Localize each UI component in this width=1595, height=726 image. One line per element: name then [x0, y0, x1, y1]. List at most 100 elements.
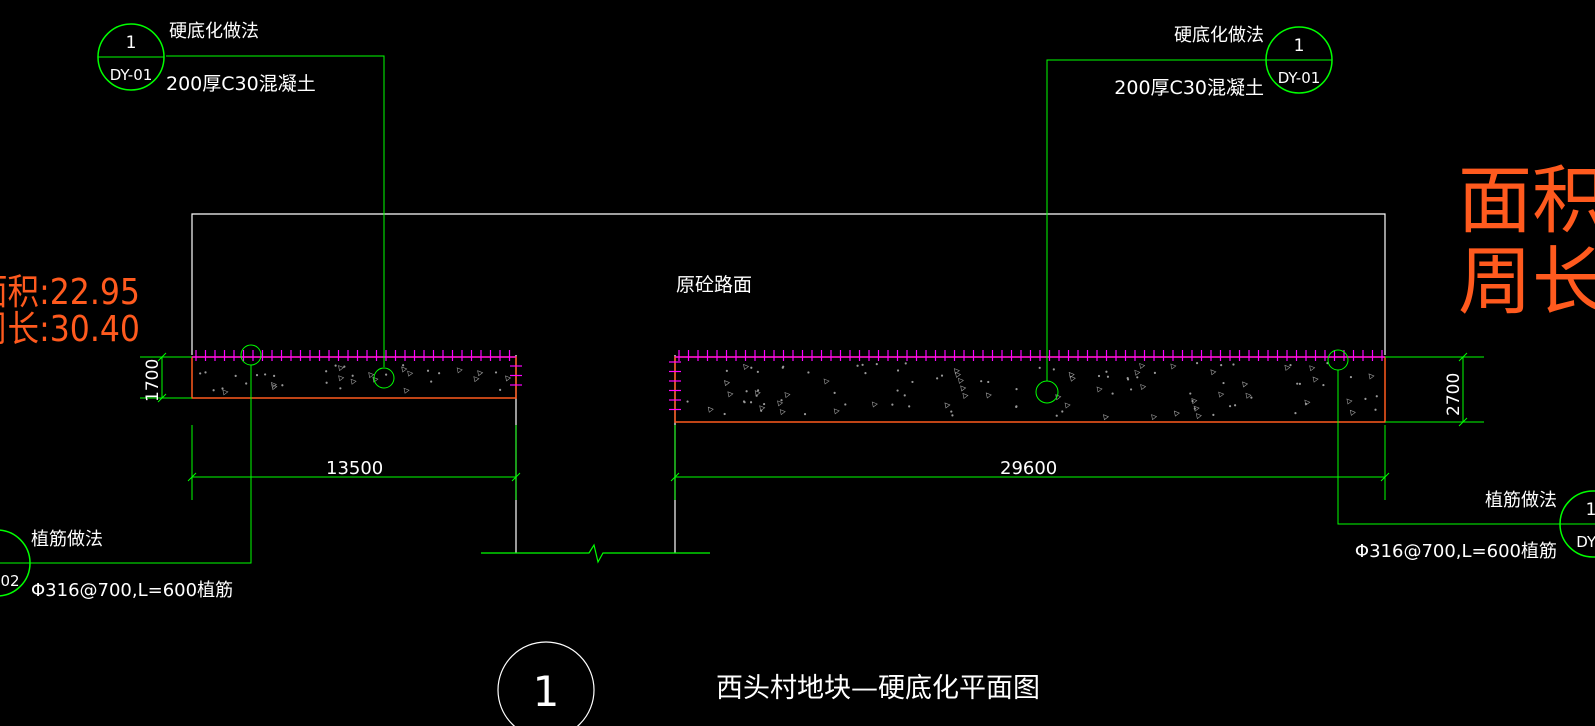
aggregate-dot — [723, 412, 726, 416]
aggregate-mark — [953, 368, 960, 375]
aggregate-mark — [1195, 413, 1202, 420]
aggregate-dot — [1126, 378, 1130, 381]
aggregate-dot — [742, 400, 746, 403]
aggregate-dot — [903, 394, 906, 397]
aggregate-dot — [281, 384, 284, 387]
aggregate-dot — [904, 362, 907, 365]
aggregate-mark — [1312, 376, 1319, 383]
aggregate-dot — [343, 365, 346, 368]
aggregate-dot — [1234, 404, 1237, 407]
right-area-text: 面积: — [1458, 158, 1595, 244]
hardening-right-title: 硬底化做法 — [1174, 25, 1264, 46]
aggregate-dot — [950, 410, 953, 413]
aggregate-dot — [1364, 397, 1367, 401]
aggregate-dot — [908, 405, 911, 408]
aggregate-dot — [385, 373, 388, 376]
aggregate-dot — [494, 371, 498, 374]
aggregate-mark — [222, 389, 229, 396]
aggregate-mark — [833, 408, 840, 415]
aggregate-mark — [960, 385, 967, 392]
aggregate-mark — [1069, 375, 1076, 382]
aggregate-dot — [745, 390, 748, 393]
bubble-rebar-left: 02 — [0, 529, 31, 597]
aggregate-dot — [1105, 370, 1108, 373]
hardening-left-title: 硬底化做法 — [169, 21, 259, 42]
aggregate-mark — [1346, 398, 1353, 405]
aggregate-mark — [1304, 399, 1311, 406]
road-label: 原砼路面 — [676, 274, 752, 296]
aggregate-dot — [1322, 383, 1325, 387]
aggregate-dot — [438, 372, 441, 375]
aggregate-dot — [273, 374, 276, 377]
bubble-hardening-right-number: 1 — [1294, 36, 1305, 56]
aggregate-dot — [1129, 388, 1133, 391]
left-perimeter-text: 周长:30.40 — [0, 309, 140, 350]
aggregate-mark — [401, 366, 408, 373]
aggregate-mark — [1368, 373, 1375, 380]
bubble-rebar-right: 1 DY- — [1559, 490, 1595, 558]
aggregate-dot — [891, 403, 894, 406]
aggregate-mark — [1068, 371, 1075, 378]
aggregate-dot — [499, 388, 502, 391]
right-area-annotation: 面积: 周长: — [1458, 158, 1595, 325]
hardening-right-desc: 200厚C30混凝土 — [1114, 77, 1264, 99]
aggregate-dot — [1191, 399, 1194, 403]
aggregate-dot — [1212, 413, 1215, 416]
rebar-ticks-right — [669, 350, 1385, 411]
title-number: 1 — [533, 667, 560, 716]
dimension-right-length — [670, 425, 1390, 500]
aggregate-mark — [1218, 391, 1225, 398]
aggregate-dot — [1038, 366, 1041, 369]
aggregate-dot — [1298, 382, 1302, 385]
aggregate-dot — [686, 400, 689, 403]
aggregate-mark — [1151, 414, 1158, 421]
aggregate-dot — [1220, 364, 1223, 367]
aggregate-mark — [784, 392, 791, 399]
break-line — [481, 543, 710, 564]
aggregate-dot — [756, 389, 760, 392]
aggregate-mark — [1173, 410, 1180, 417]
aggregate-mark — [338, 365, 345, 372]
leader-rebar-left — [28, 344, 262, 564]
aggregate-dot — [1195, 362, 1199, 365]
aggregate-dot — [951, 414, 954, 417]
aggregate-dot — [980, 380, 983, 383]
aggregate-dot — [1111, 392, 1114, 395]
rebar-right-title: 植筋做法 — [1485, 490, 1557, 511]
aggregate-mark — [1103, 414, 1110, 421]
aggregate-mark — [962, 392, 969, 399]
aggregate-dot — [325, 370, 328, 373]
aggregate-mark — [350, 378, 357, 385]
aggregate-dot — [760, 409, 763, 412]
left-area-text: 面积:22.95 — [0, 272, 140, 313]
left-area-annotation: 面积:22.95 周长:30.40 — [0, 272, 140, 350]
aggregate-mark — [754, 390, 761, 397]
bubble-hardening-right: 1 DY-01 — [1265, 26, 1333, 94]
aggregate-mark — [1064, 402, 1071, 409]
aggregate-dot — [987, 380, 990, 384]
aggregate-dot — [1153, 371, 1157, 375]
aggregate-mark — [871, 401, 878, 408]
aggregate-dot — [861, 363, 864, 366]
aggregate-dot — [896, 369, 900, 372]
aggregate-dot — [896, 389, 899, 392]
aggregate-mark — [1242, 381, 1249, 388]
aggregate-dot — [1296, 382, 1299, 385]
drawing-title: 西头村地块—硬底化平面图 — [716, 673, 1040, 704]
aggregate-dot — [255, 374, 259, 377]
bubble-hardening-left-number: 1 — [126, 33, 137, 53]
aggregate-dot — [1061, 410, 1064, 413]
aggregate-dot — [940, 374, 944, 377]
bubble-rebar-right-code: DY- — [1576, 533, 1595, 551]
aggregate-dot — [750, 366, 753, 369]
bubble-rebar-right-number: 1 — [1586, 500, 1595, 520]
aggregate-mark — [944, 402, 951, 409]
aggregate-dot — [402, 364, 405, 367]
aggregate-mark — [707, 406, 714, 413]
aggregate-dot — [936, 377, 939, 380]
aggregate-dot — [430, 380, 433, 383]
aggregate-dot — [1289, 364, 1292, 367]
dimension-right-length-text: 29600 — [1000, 458, 1057, 479]
rebar-left-desc: Φ316@700,L=600植筋 — [31, 580, 233, 601]
